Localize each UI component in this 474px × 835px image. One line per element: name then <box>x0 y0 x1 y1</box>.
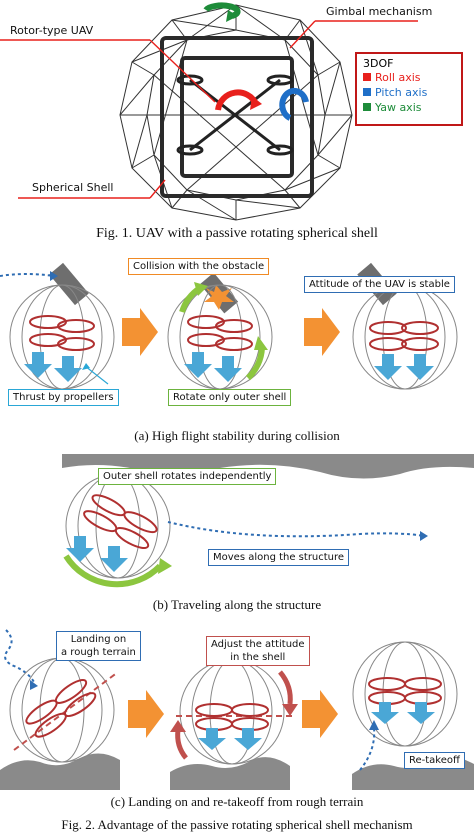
adjust-label-line1: Adjust the attitude <box>211 639 305 650</box>
landing-label: Landing on a rough terrain <box>56 631 141 661</box>
step-arrow-c2-icon <box>302 690 338 738</box>
rotor-uav-label: Rotor-type UAV <box>10 24 94 37</box>
spherical-shell-label: Spherical Shell <box>32 181 114 194</box>
rough-terrain-1 <box>0 753 120 790</box>
legend-item-yaw: Yaw axis <box>363 100 455 115</box>
gimbal-frame <box>160 36 314 198</box>
panel-a-caption: (a) High flight stability during collisi… <box>134 428 340 443</box>
landing-label-line2: a rough terrain <box>61 647 136 658</box>
fig2-caption: Fig. 2. Advantage of the passive rotatin… <box>61 817 413 832</box>
ceiling-structure <box>62 454 474 479</box>
legend-label-pitch: Pitch axis <box>375 86 428 99</box>
panel-c-caption: (c) Landing on and re-takeoff from rough… <box>110 794 364 809</box>
pitch-swatch-icon <box>363 88 371 96</box>
legend-item-pitch: Pitch axis <box>363 85 455 100</box>
retakeoff-label: Re-takeoff <box>404 752 465 769</box>
legend-item-roll: Roll axis <box>363 70 455 85</box>
panel-a-illustration <box>0 262 458 390</box>
fig1-caption: Fig. 1. UAV with a passive rotating sphe… <box>96 226 378 241</box>
roll-swatch-icon <box>363 73 371 81</box>
landing-label-line1: Landing on <box>70 634 127 645</box>
step-arrow-a2-icon <box>304 308 340 356</box>
collision-label: Collision with the obstacle <box>128 258 270 275</box>
moves-along-label: Moves along the structure <box>208 549 350 566</box>
legend-title: 3DOF <box>363 57 394 70</box>
thrust-label: Thrust by propellers <box>8 389 119 406</box>
axis-legend: 3DOF Roll axis Pitch axis Yaw axis <box>355 52 463 126</box>
step-arrow-c1-icon <box>128 690 164 738</box>
rough-terrain-2 <box>170 757 290 790</box>
adjust-label-line2: in the shell <box>230 652 286 663</box>
step-arrow-a1-icon <box>122 308 158 356</box>
fig1-illustration <box>0 2 418 221</box>
legend-label-yaw: Yaw axis <box>375 101 422 114</box>
panel-b-caption: (b) Traveling along the structure <box>152 597 322 612</box>
legend-label-roll: Roll axis <box>375 71 421 84</box>
pitch-arrow-icon <box>279 87 309 121</box>
yaw-swatch-icon <box>363 103 371 111</box>
shell-rotates-label: Outer shell rotates independently <box>98 468 277 485</box>
rotate-shell-label: Rotate only outer shell <box>168 389 292 406</box>
yaw-arrow-icon <box>203 2 241 19</box>
gimbal-mechanism-label: Gimbal mechanism <box>326 5 433 18</box>
attitude-stable-label: Attitude of the UAV is stable <box>304 276 455 293</box>
adjust-attitude-label: Adjust the attitude in the shell <box>206 636 310 666</box>
